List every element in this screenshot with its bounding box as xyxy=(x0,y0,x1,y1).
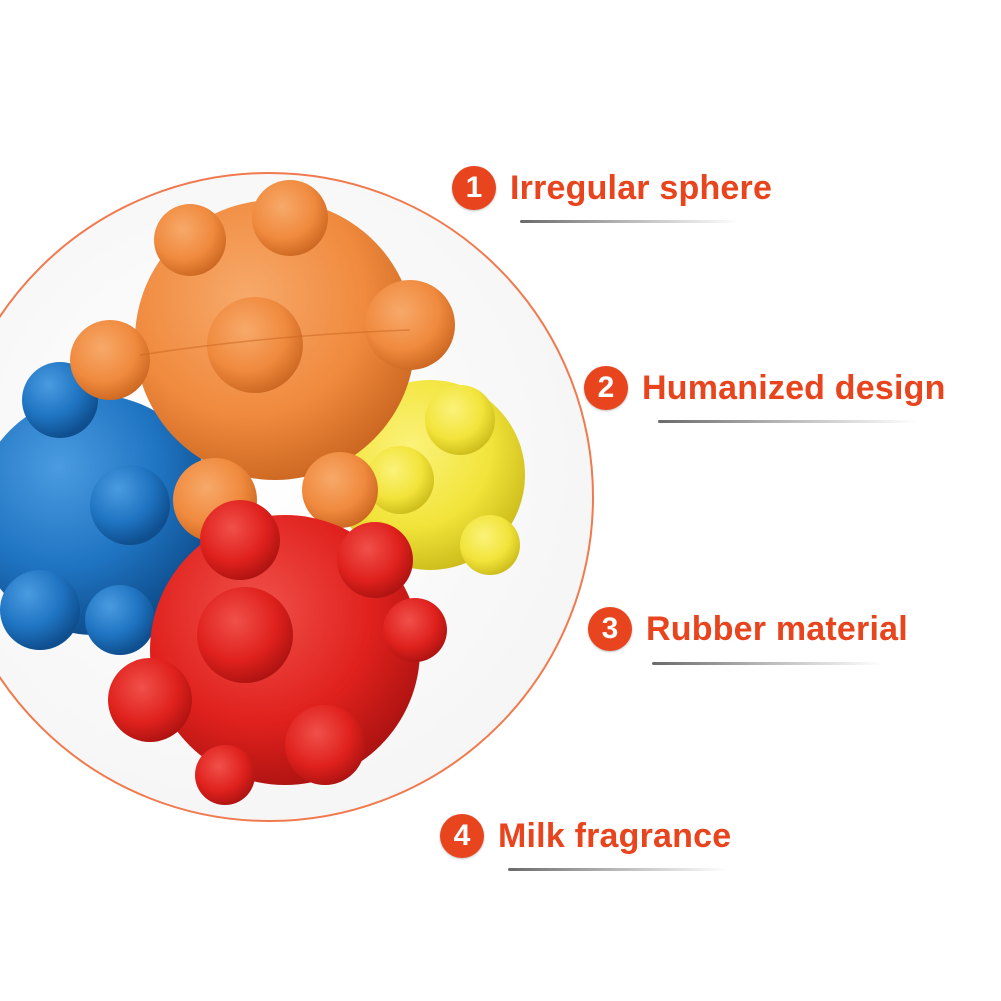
red-ball xyxy=(108,500,447,805)
number-badge-1: 1 xyxy=(452,166,496,210)
feature-label-1: Irregular sphere xyxy=(510,168,773,207)
feature-label-3: Rubber material xyxy=(646,609,908,648)
number-badge-2: 2 xyxy=(584,366,628,410)
number-badge-4: 4 xyxy=(440,814,484,858)
feature-item-1: 1 Irregular sphere xyxy=(452,166,772,210)
feature-underline-2 xyxy=(658,420,918,423)
feature-underline-1 xyxy=(520,220,740,223)
feature-label-4: Milk fragrance xyxy=(498,816,732,855)
feature-item-4: 4 Milk fragrance xyxy=(440,814,731,858)
feature-item-2: 2 Humanized design xyxy=(584,366,946,410)
blue-ball xyxy=(0,362,215,655)
feature-underline-4 xyxy=(508,868,728,871)
feature-label-2: Humanized design xyxy=(642,368,946,407)
feature-item-3: 3 Rubber material xyxy=(588,607,908,651)
feature-underline-3 xyxy=(652,662,882,665)
number-badge-3: 3 xyxy=(588,607,632,651)
